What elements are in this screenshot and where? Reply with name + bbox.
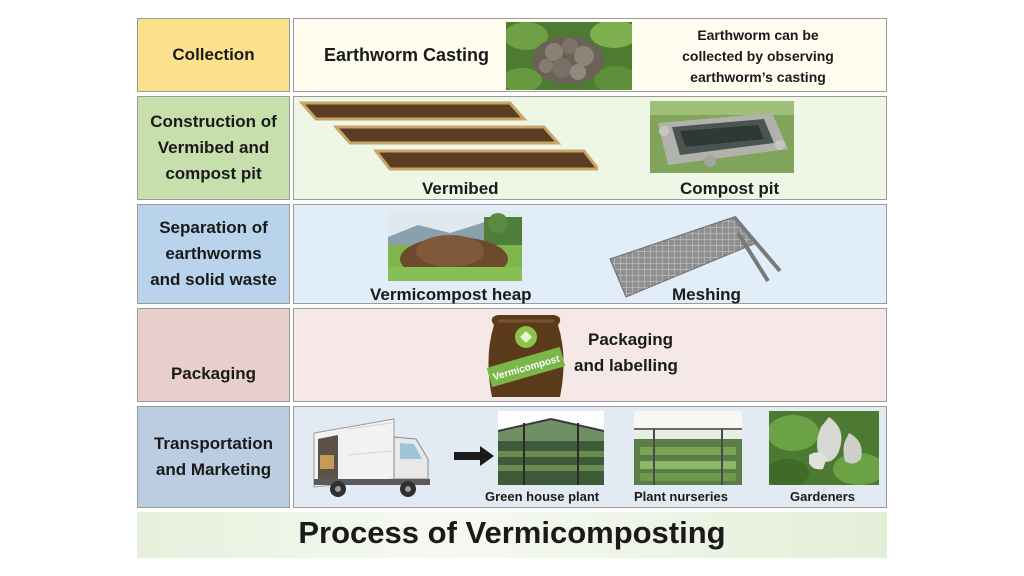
stage-construction-line-2: Vermibed and (157, 138, 270, 157)
collection-note-line-3: earthworm’s casting (690, 69, 826, 85)
stage-construction-line-1: Construction of (150, 112, 277, 131)
compost-pit-text: Compost pit (680, 179, 780, 198)
meshing-image (609, 215, 782, 298)
stage-separation-line-2: earthworms (165, 244, 262, 263)
stage-packaging-label: Packaging (170, 364, 257, 383)
packaging-labelling-text: Packaging and labelling (574, 327, 678, 379)
collection-note: Earthworm can be collected by observing … (644, 25, 872, 88)
stage-transport: Transportation and Marketing (137, 406, 290, 508)
vermicompost-heap-image (388, 211, 522, 281)
gardeners-text: Gardeners (790, 489, 856, 504)
packaging-text-line-2: and labelling (574, 356, 678, 375)
diagram-title: Process of Vermicomposting (298, 515, 726, 550)
stage-packaging: Packaging (137, 308, 290, 402)
vermibed-text: Vermibed (422, 179, 499, 198)
row-collection: Earthworm Casting Earthworm can be colle… (293, 18, 887, 92)
stage-collection: Collection (137, 18, 290, 92)
stage-collection-label: Collection (172, 45, 255, 64)
stage-transport-line-1: Transportation (153, 434, 273, 453)
plant-nurseries-text: Plant nurseries (634, 489, 728, 504)
vermicompost-bag-image: Vermicompost (486, 315, 566, 397)
vermibed-image (298, 101, 598, 171)
stage-transport-line-2: and Marketing (155, 460, 272, 479)
gardeners-image (769, 411, 879, 485)
row-packaging: Vermicompost Packaging and labelling (293, 308, 887, 402)
delivery-truck-image (313, 418, 430, 497)
meshing-text: Meshing (672, 285, 741, 304)
greenhouse-text: Green house plant (485, 489, 600, 504)
stage-separation-line-1: Separation of (159, 218, 268, 237)
packaging-text-line-1: Packaging (588, 330, 674, 349)
earthworm-casting-image (506, 22, 632, 90)
vermicompost-heap-text: Vermicompost heap (370, 285, 532, 304)
stage-construction-line-3: compost pit (165, 164, 262, 183)
stage-construction: Construction of Vermibed and compost pit (137, 96, 290, 200)
row-construction: Vermibed Compost pit (293, 96, 887, 200)
greenhouse-image (498, 411, 604, 485)
arrow-right-icon (454, 446, 494, 466)
compost-pit-image (650, 101, 794, 173)
plant-nurseries-image (634, 411, 742, 485)
earthworm-casting-text: Earthworm Casting (324, 45, 490, 65)
stage-separation-line-3: and solid waste (150, 270, 277, 289)
stage-separation: Separation of earthworms and solid waste (137, 204, 290, 304)
collection-note-line-1: Earthworm can be (697, 27, 819, 43)
title-band: Process of Vermicomposting (137, 512, 887, 558)
row-transport: Green house plant Plant nurseries Garden… (293, 406, 887, 508)
row-separation: Vermicompost heap Meshing (293, 204, 887, 304)
collection-note-line-2: collected by observing (682, 48, 834, 64)
